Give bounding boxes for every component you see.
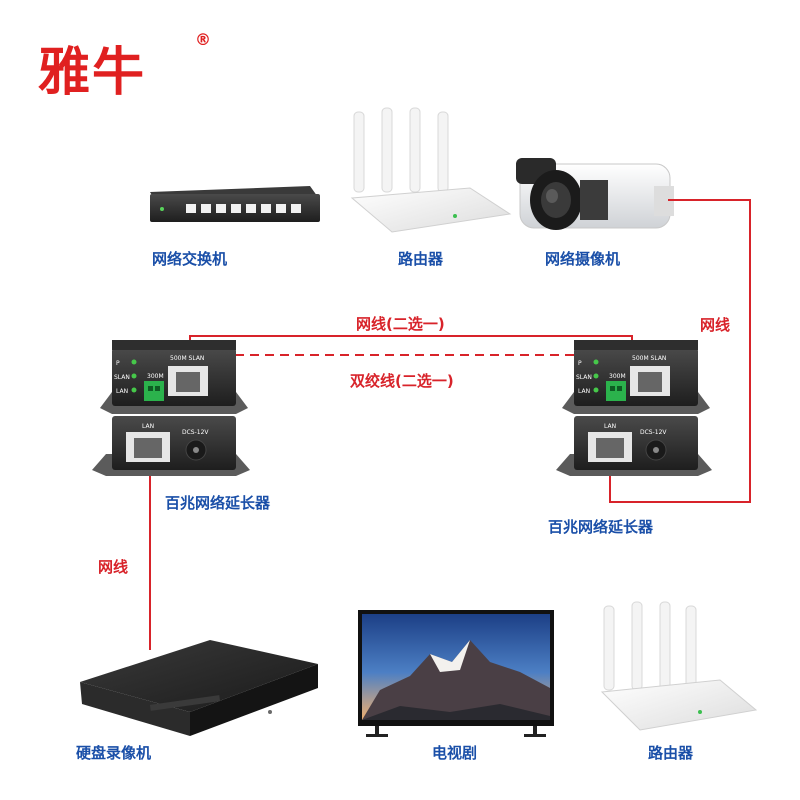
television: [358, 610, 554, 737]
label-router-top: 路由器: [398, 250, 444, 268]
label-nvr: 硬盘录像机: [76, 744, 152, 762]
svg-text:500M SLAN: 500M SLAN: [632, 355, 666, 362]
extender-right: P SLAN LAN 300M 500M SLAN LAN DCS-12V: [556, 340, 712, 476]
router-bottom: [600, 601, 758, 731]
svg-text:LAN: LAN: [116, 388, 128, 395]
svg-text:P: P: [116, 360, 120, 367]
label-extender-left: 百兆网络延长器: [165, 494, 271, 512]
label-tv: 电视剧: [432, 744, 478, 762]
svg-text:LAN: LAN: [604, 423, 616, 430]
label-nvr-cable: 网线: [98, 558, 129, 576]
label-camera-cable: 网线: [700, 316, 731, 334]
svg-text:SLAN: SLAN: [576, 374, 592, 381]
label-router-bottom: 路由器: [648, 744, 694, 762]
network-switch: [150, 186, 320, 222]
svg-text:DCS-12V: DCS-12V: [640, 429, 667, 436]
router-top: [350, 107, 512, 233]
label-network-camera: 网络摄像机: [545, 250, 621, 268]
svg-text:DCS-12V: DCS-12V: [182, 429, 209, 436]
label-extender-right: 百兆网络延长器: [548, 518, 654, 536]
extender-left: P SLAN LAN 300M 500M SLAN LAN DCS-12V: [92, 340, 250, 476]
network-camera: [516, 158, 674, 230]
registered-mark: ®: [195, 30, 211, 49]
wiring: [149, 199, 751, 650]
svg-text:P: P: [578, 360, 582, 367]
label-network-cable-option: 网线(二选一): [356, 315, 445, 333]
camera-cable: [609, 199, 751, 503]
svg-text:LAN: LAN: [142, 423, 154, 430]
svg-text:SLAN: SLAN: [114, 374, 130, 381]
svg-text:300M: 300M: [147, 373, 164, 380]
svg-text:LAN: LAN: [578, 388, 590, 395]
svg-text:300M: 300M: [609, 373, 626, 380]
brand-logo: 雅牛: [38, 43, 147, 103]
network-cable-option-line: [189, 335, 633, 370]
nvr-recorder: [80, 640, 318, 736]
label-twisted-pair-option: 双绞线(二选一): [350, 372, 454, 390]
svg-text:500M SLAN: 500M SLAN: [170, 355, 204, 362]
label-network-switch: 网络交换机: [152, 250, 228, 268]
